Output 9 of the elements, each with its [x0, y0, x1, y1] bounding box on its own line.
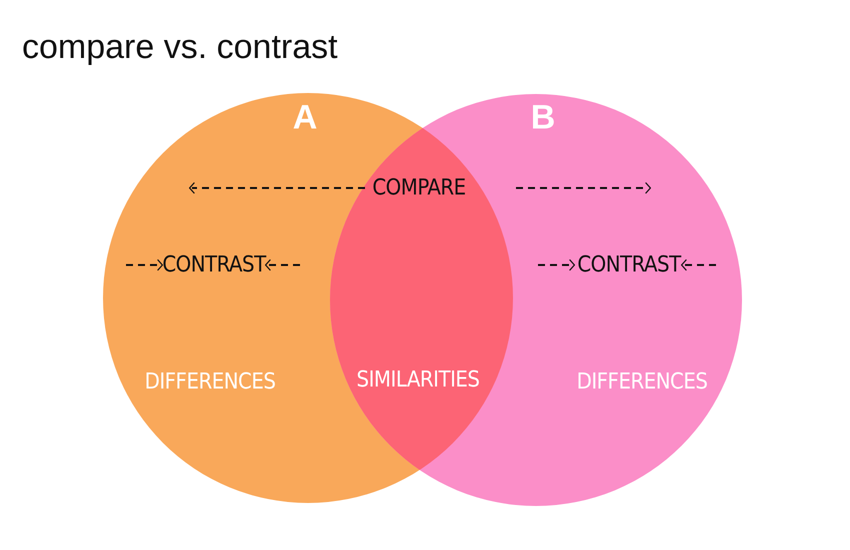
differences-label: DIFFERENCES [576, 370, 708, 394]
diagram-title: compare vs. contrast [22, 28, 338, 67]
differences-label: DIFFERENCES [144, 370, 276, 394]
similarities-label: SIMILARITIES [356, 368, 480, 392]
circle-letter: A [292, 98, 318, 138]
circle-letter: B [530, 98, 556, 138]
contrast-label: CONTRAST [577, 252, 681, 278]
contrast-label: CONTRAST [162, 252, 266, 278]
compare-label: COMPARE [372, 176, 466, 200]
